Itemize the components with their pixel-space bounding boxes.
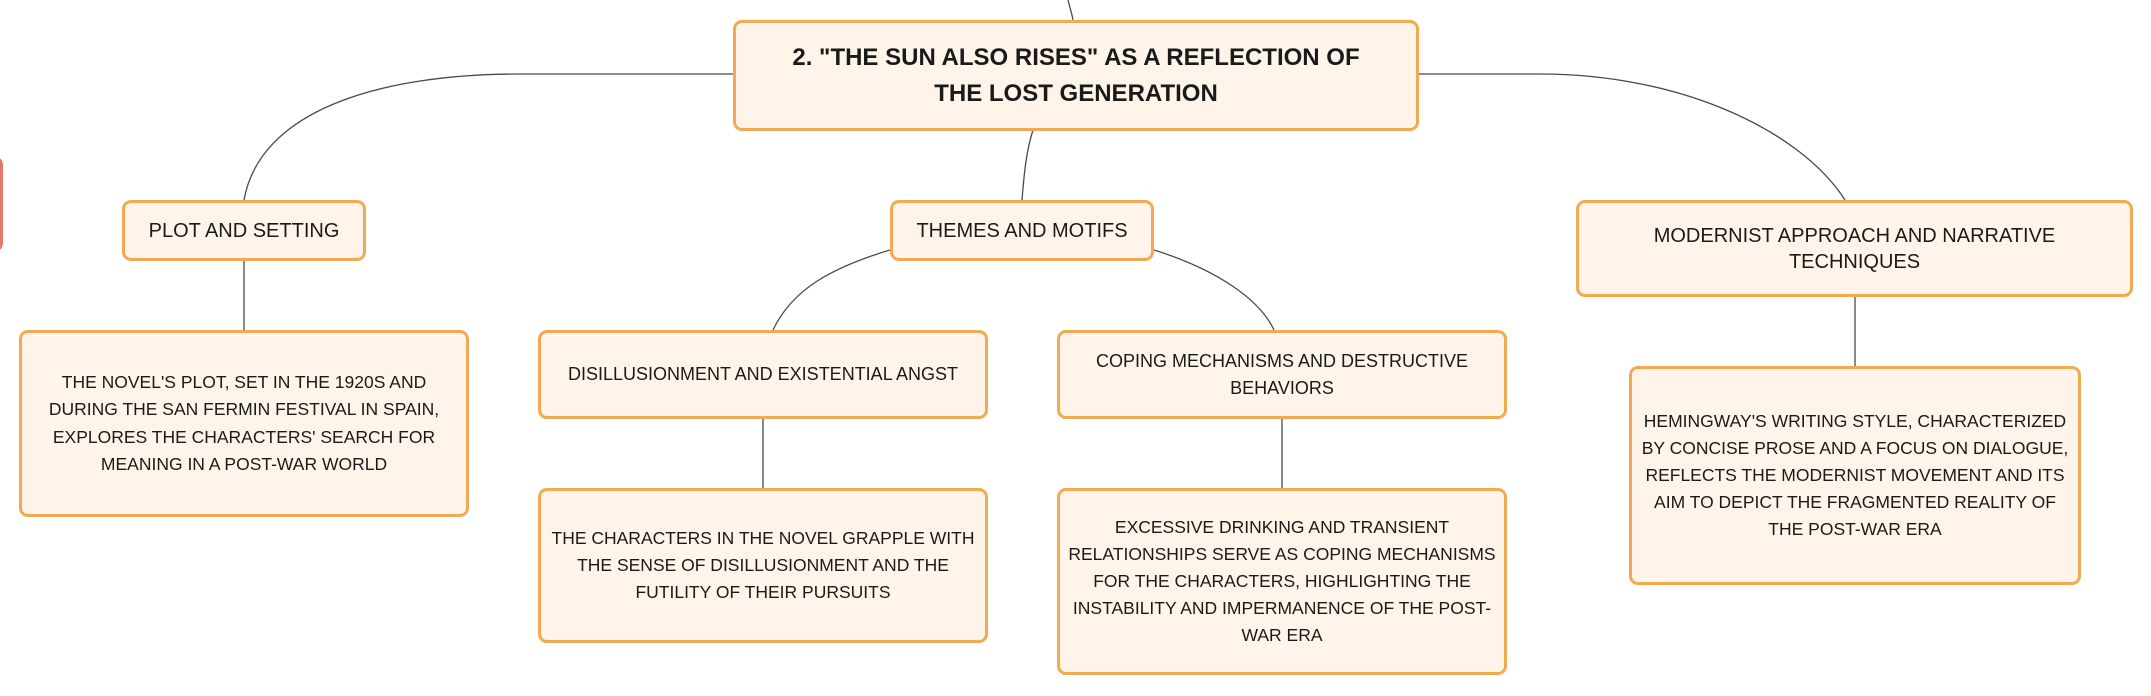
connector-root-to-modernist: [1418, 73, 1846, 201]
offscreen-node-edge[interactable]: [0, 156, 3, 252]
modernist-detail-node[interactable]: HEMINGWAY'S WRITING STYLE, CHARACTERIZED…: [1629, 366, 2081, 585]
plot-and-setting-label: PLOT AND SETTING: [148, 219, 340, 242]
disillusionment-label: DISILLUSIONMENT AND EXISTENTIAL ANGST: [567, 364, 959, 384]
connector-themes-to-coping: [1153, 249, 1275, 331]
connector-themes-to-disillusionment: [772, 249, 891, 331]
root-topic-node[interactable]: 2. "THE SUN ALSO RISES" AS A REFLECTION …: [733, 20, 1419, 131]
plot-and-setting-node[interactable]: PLOT AND SETTING: [122, 200, 366, 261]
plot-detail-text: THE NOVEL'S PLOT, SET IN THE 1920S AND D…: [48, 372, 440, 474]
connector-root-to-plot: [243, 73, 733, 201]
disillusionment-node[interactable]: DISILLUSIONMENT AND EXISTENTIAL ANGST: [538, 330, 988, 419]
modernist-approach-label: MODERNIST APPROACH AND NARRATIVE TECHNIQ…: [1653, 224, 2056, 273]
modernist-detail-text: HEMINGWAY'S WRITING STYLE, CHARACTERIZED…: [1641, 410, 2069, 540]
plot-detail-node[interactable]: THE NOVEL'S PLOT, SET IN THE 1920S AND D…: [19, 330, 469, 517]
modernist-approach-node[interactable]: MODERNIST APPROACH AND NARRATIVE TECHNIQ…: [1576, 200, 2133, 297]
coping-mechanisms-node[interactable]: COPING MECHANISMS AND DESTRUCTIVE BEHAVI…: [1057, 330, 1507, 419]
themes-and-motifs-node[interactable]: THEMES AND MOTIFS: [890, 200, 1154, 261]
themes-and-motifs-label: THEMES AND MOTIFS: [916, 219, 1128, 242]
coping-detail-node[interactable]: EXCESSIVE DRINKING AND TRANSIENT RELATIO…: [1057, 488, 1507, 675]
connector-parent-to-root: [1067, 0, 1074, 21]
connector-root-to-themes: [1021, 129, 1034, 201]
coping-mechanisms-label: COPING MECHANISMS AND DESTRUCTIVE BEHAVI…: [1095, 350, 1469, 398]
coping-detail-text: EXCESSIVE DRINKING AND TRANSIENT RELATIO…: [1068, 516, 1496, 646]
disillusionment-detail-text: THE CHARACTERS IN THE NOVEL GRAPPLE WITH…: [551, 527, 975, 603]
disillusionment-detail-node[interactable]: THE CHARACTERS IN THE NOVEL GRAPPLE WITH…: [538, 488, 988, 643]
root-topic-label: 2. "THE SUN ALSO RISES" AS A REFLECTION …: [792, 43, 1360, 107]
